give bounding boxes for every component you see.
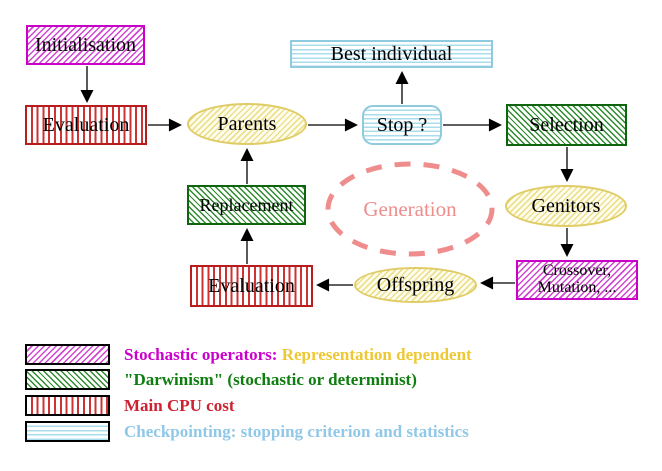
node-replacement: Replacement bbox=[187, 185, 306, 225]
generation-label: Generation bbox=[363, 197, 457, 221]
legend-label-representation-dependent: Representation dependent bbox=[281, 344, 472, 364]
legend-text-stochastic-operators: Stochastic operators: Representation dep… bbox=[124, 345, 472, 365]
legend-label-stochastic-operators: Stochastic operators: bbox=[124, 344, 278, 364]
node-offspring-label: Offspring bbox=[376, 273, 455, 296]
node-genitors: Genitors bbox=[505, 185, 627, 227]
node-selection-label: Selection bbox=[529, 113, 604, 136]
legend-row-main-cpu-cost: Main CPU cost bbox=[0, 395, 662, 416]
legend-swatch-stochastic-operators bbox=[25, 344, 110, 365]
legend-swatch-checkpointing bbox=[25, 421, 110, 442]
node-best-individual: Best individual bbox=[290, 40, 493, 68]
node-initialisation-label: Initialisation bbox=[34, 33, 137, 56]
node-best-individual-label: Best individual bbox=[330, 42, 453, 65]
node-evaluation-bottom: Evaluation bbox=[190, 265, 313, 307]
node-evaluation-bottom-label: Evaluation bbox=[208, 274, 295, 297]
node-selection: Selection bbox=[506, 104, 627, 146]
node-parents: Parents bbox=[187, 103, 307, 145]
node-evaluation-top: Evaluation bbox=[25, 105, 147, 145]
node-crossover-line1: Crossover, bbox=[542, 262, 612, 280]
legend-row-checkpointing: Checkpointing: stopping criterion and st… bbox=[0, 421, 662, 442]
legend-swatch-darwinism bbox=[25, 369, 110, 390]
node-initialisation: Initialisation bbox=[26, 25, 145, 65]
node-stop-label: Stop ? bbox=[376, 113, 428, 136]
node-parents-label: Parents bbox=[217, 112, 277, 135]
node-evaluation-top-label: Evaluation bbox=[42, 113, 130, 136]
node-stop: Stop ? bbox=[362, 105, 442, 145]
legend-label-main-cpu-cost: Main CPU cost bbox=[124, 395, 235, 415]
node-genitors-label: Genitors bbox=[531, 194, 601, 217]
legend-row-darwinism: "Darwinism" (stochastic or determinist) bbox=[0, 369, 662, 390]
legend-label-checkpointing: Checkpointing: stopping criterion and st… bbox=[124, 421, 469, 441]
legend-swatch-main-cpu-cost bbox=[25, 395, 110, 416]
legend-label-darwinism: "Darwinism" (stochastic or determinist) bbox=[124, 369, 417, 389]
node-offspring: Offspring bbox=[354, 267, 477, 303]
legend-row-stochastic-operators: Stochastic operators: Representation dep… bbox=[0, 344, 662, 365]
node-crossover-mutation: Crossover, Mutation, ... bbox=[516, 260, 638, 300]
node-replacement-label: Replacement bbox=[199, 194, 294, 215]
node-crossover-line2: Mutation, ... bbox=[537, 279, 617, 296]
